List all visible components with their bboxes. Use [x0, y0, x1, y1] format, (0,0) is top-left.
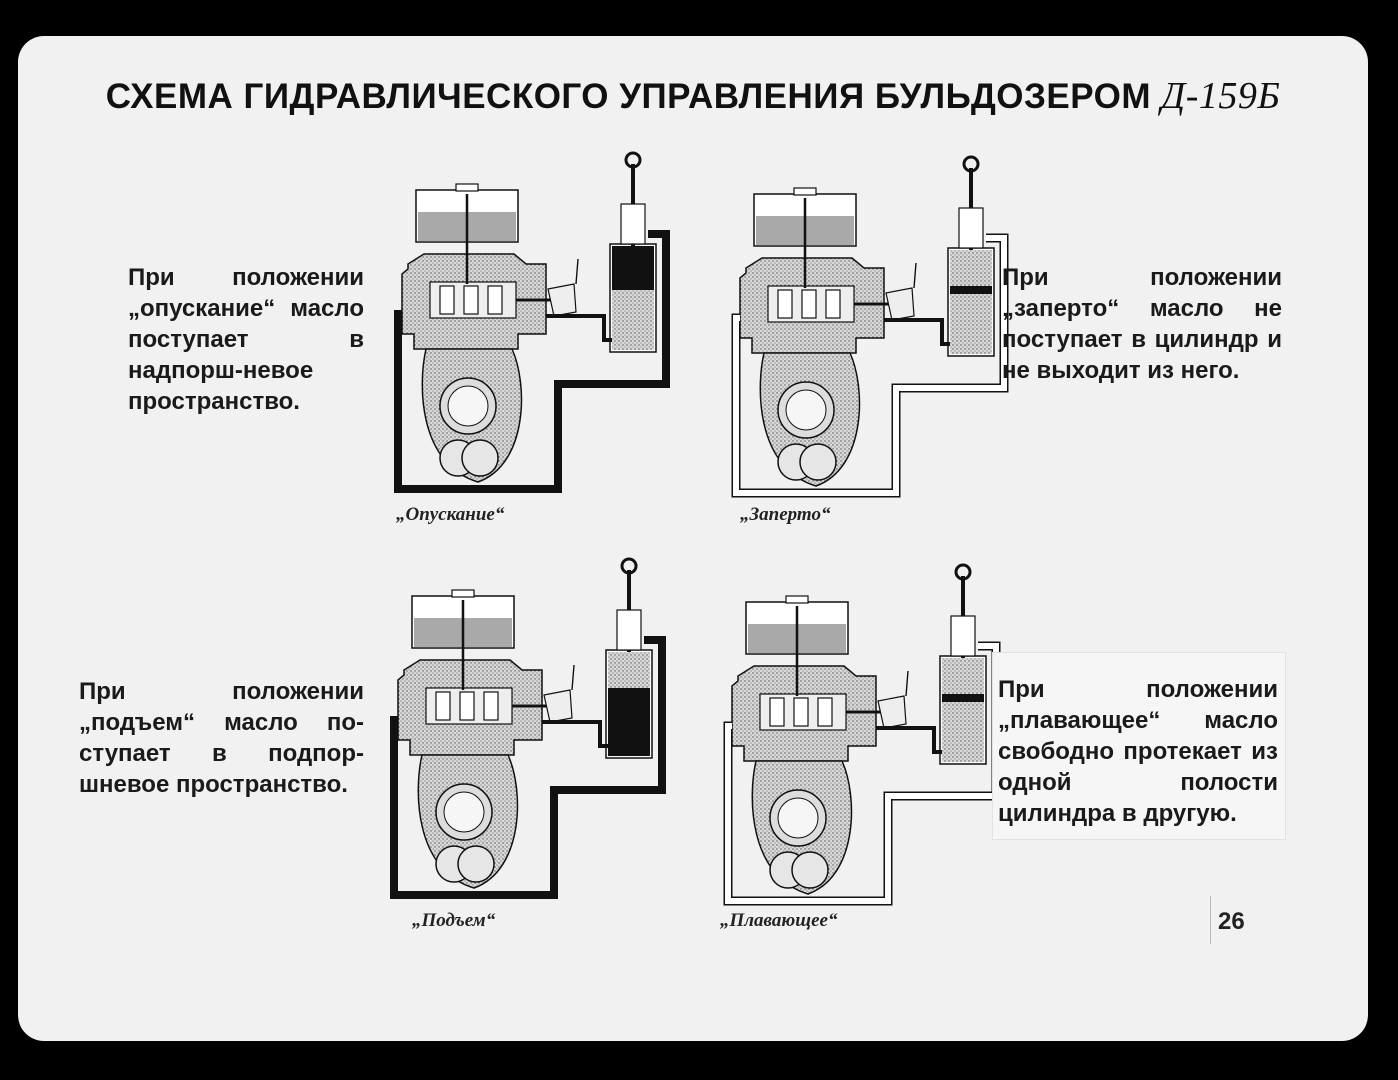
gear-hub — [785, 389, 827, 431]
feed-pipe — [546, 314, 612, 342]
tank-cap — [455, 183, 479, 192]
pump-gear-lower-right — [791, 851, 829, 889]
title-model: Д-159Б — [1161, 75, 1281, 117]
cylinder-lower-chamber — [942, 702, 984, 762]
return-pipe — [733, 235, 1007, 496]
control-lever — [877, 695, 907, 729]
feed-pipe — [542, 720, 608, 748]
caption-raising: „Подъем“ — [412, 910, 496, 931]
cylinder-head — [620, 203, 646, 245]
hydraulic-schematic — [723, 563, 1001, 906]
cylinder-head — [958, 207, 984, 249]
spool-land — [463, 285, 479, 315]
gear-hub — [443, 791, 485, 833]
caption-locked: „Заперто“ — [740, 504, 831, 525]
cylinder-lower-chamber — [608, 696, 650, 756]
piston — [608, 688, 650, 696]
spool-land — [487, 285, 503, 315]
page-number-box — [1210, 896, 1263, 944]
cylinder-head — [616, 609, 642, 651]
diagram-lowering — [378, 144, 678, 499]
spool-land — [483, 691, 499, 721]
tank-cap — [451, 589, 475, 598]
pump-gear-lower-right — [461, 439, 499, 477]
rod-eye — [962, 155, 980, 173]
pump-gear-lower-right — [457, 845, 495, 883]
diagram-floating — [708, 556, 1008, 911]
piston — [950, 286, 992, 294]
lever-arrow — [905, 670, 909, 697]
cylinder-upper-chamber — [608, 652, 650, 688]
cylinder-lower-chamber — [612, 290, 654, 350]
spool-land — [777, 289, 793, 319]
spool-land — [769, 697, 785, 727]
tank-cap — [785, 595, 809, 604]
spool-land — [435, 691, 451, 721]
cylinder-upper-chamber — [612, 246, 654, 282]
caption-lowering: „Опускание“ — [396, 504, 505, 525]
return-pipe — [391, 637, 665, 898]
spool-land — [439, 285, 455, 315]
description-raising: При положении „подъем“ масло по-ступает … — [79, 678, 364, 798]
gear-hub — [447, 385, 489, 427]
spool-land — [817, 697, 833, 727]
cylinder-upper-chamber — [942, 658, 984, 694]
diagram-locked — [716, 148, 1016, 503]
spool-land — [793, 697, 809, 727]
page-number: 26 — [1218, 908, 1245, 935]
spool-land — [825, 289, 841, 319]
hydraulic-schematic — [394, 151, 670, 493]
rod-eye — [620, 557, 638, 575]
page-title: СХЕМА ГИДРАВЛИЧЕСКОГО УПРАВЛЕНИЯ БУЛЬДОЗ… — [18, 74, 1368, 118]
tank-cap — [793, 187, 817, 196]
piston — [612, 282, 654, 290]
diagram-raising — [374, 550, 674, 905]
cylinder-upper-chamber — [950, 250, 992, 286]
lever-arrow — [575, 258, 579, 285]
cylinder-head — [950, 615, 976, 657]
gear-hub — [777, 797, 819, 839]
cylinder-lower-chamber — [950, 294, 992, 354]
hydraulic-schematic — [731, 155, 1009, 498]
rod-eye — [624, 151, 642, 169]
hydraulic-schematic — [390, 557, 666, 899]
description-lowering: При положении „опускание“ масло поступае… — [128, 264, 364, 415]
lever-arrow — [571, 664, 575, 691]
rod-eye — [954, 563, 972, 581]
return-pipe — [395, 231, 669, 492]
pump-gear-lower-right — [799, 443, 837, 481]
description-locked: При положении „заперто“ масло не поступа… — [1002, 264, 1282, 384]
piston — [942, 694, 984, 702]
caption-floating: „Плавающее“ — [720, 910, 838, 931]
feed-pipe — [884, 318, 950, 346]
feed-pipe — [876, 726, 942, 754]
spool-land — [459, 691, 475, 721]
control-lever — [885, 287, 915, 321]
description-floating-box — [992, 652, 1286, 840]
description-floating: При положении „плавающее“ масло свободно… — [998, 676, 1278, 827]
spool-land — [801, 289, 817, 319]
lever-arrow — [913, 262, 917, 289]
control-lever — [547, 283, 577, 317]
title-main: СХЕМА ГИДРАВЛИЧЕСКОГО УПРАВЛЕНИЯ БУЛЬДОЗ… — [105, 77, 1152, 116]
control-lever — [543, 689, 573, 723]
slide: СХЕМА ГИДРАВЛИЧЕСКОГО УПРАВЛЕНИЯ БУЛЬДОЗ… — [18, 36, 1368, 1041]
